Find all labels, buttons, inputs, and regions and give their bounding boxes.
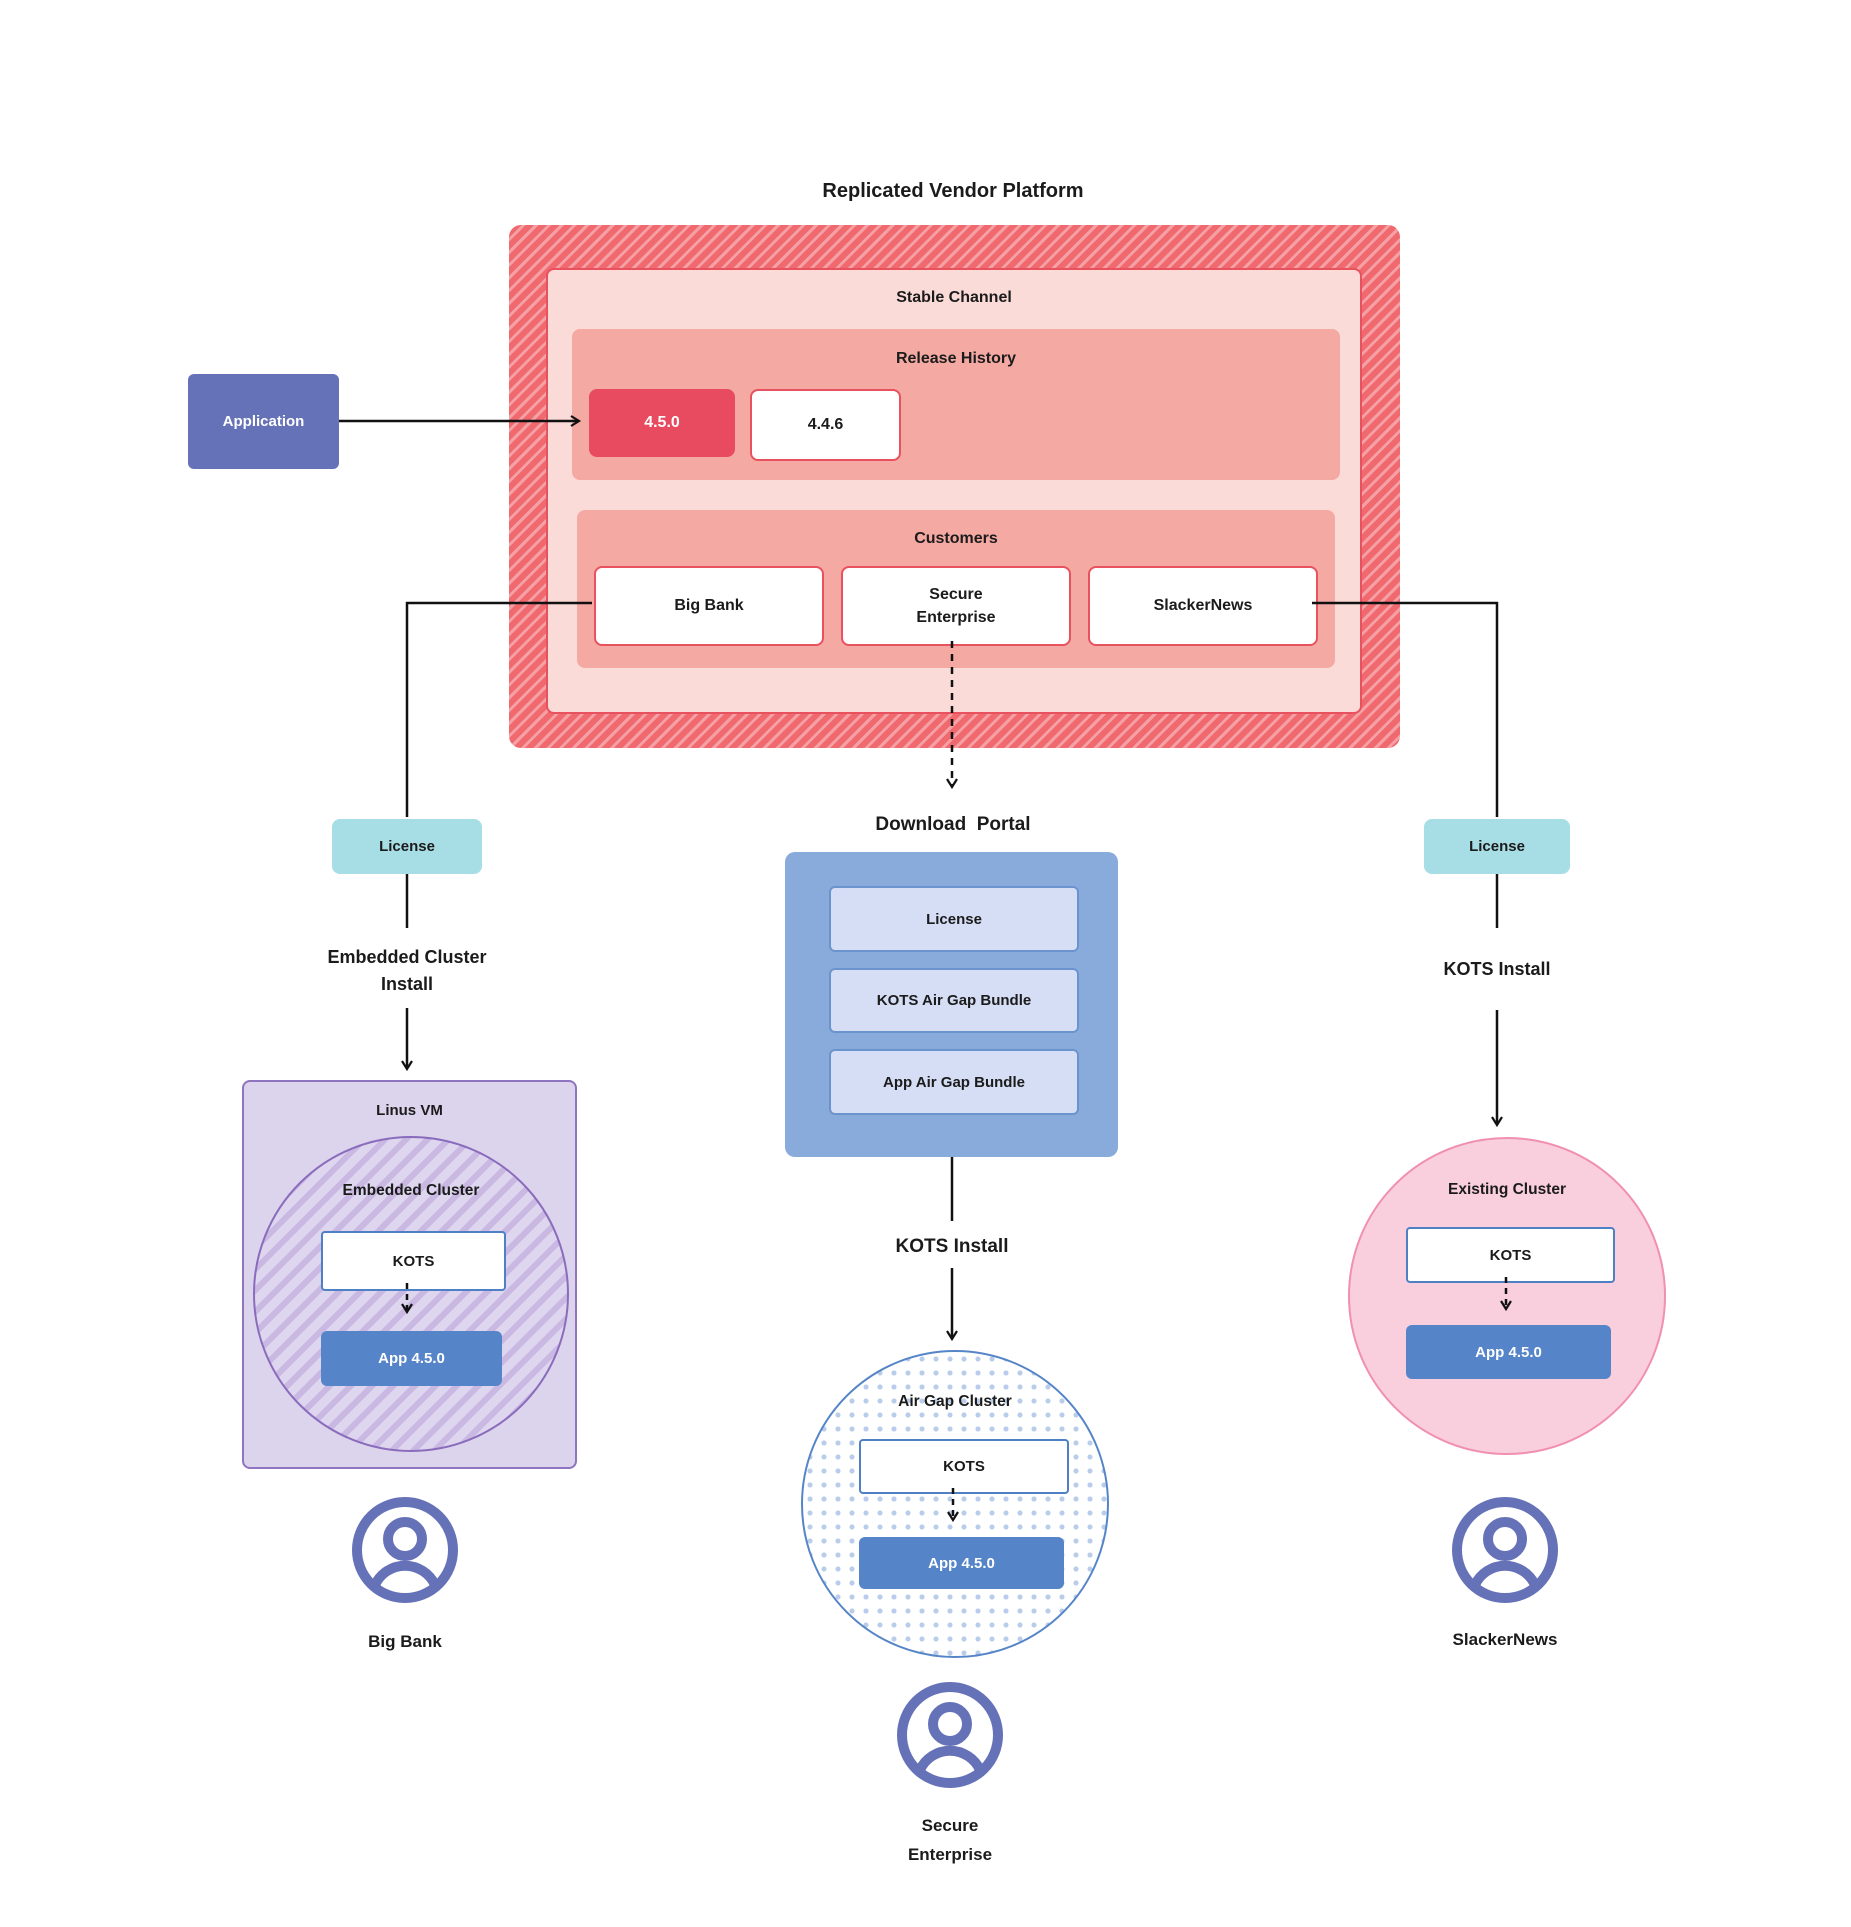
portal-item-app-airgap-bundle: App Air Gap Bundle <box>829 1049 1079 1115</box>
release-box-current: 4.5.0 <box>589 389 735 457</box>
vendor-platform-box: Stable Channel Release History 4.5.0 4.4… <box>509 225 1400 748</box>
kots-install-label-middle: KOTS Install <box>895 1236 1009 1257</box>
existing-cluster-label: Existing Cluster <box>1448 1181 1566 1198</box>
release-history-box: Release History 4.5.0 4.4.6 <box>572 329 1340 480</box>
application-box: Application <box>188 374 339 469</box>
license-box-right: License <box>1424 819 1570 874</box>
kots-box-airgap: KOTS <box>859 1439 1069 1494</box>
app-box-existing: App 4.5.0 <box>1406 1325 1611 1379</box>
user-label-big-bank: Big Bank <box>368 1632 442 1651</box>
license-label-right: License <box>1469 838 1525 855</box>
kots-box-embedded: KOTS <box>321 1231 506 1291</box>
embedded-cluster-install-label: Embedded Cluster Install <box>327 947 487 994</box>
license-box-left: License <box>332 819 482 874</box>
air-gap-cluster-circle: Air Gap Cluster KOTS App 4.5.0 <box>801 1350 1109 1658</box>
release-box-previous: 4.4.6 <box>750 389 901 461</box>
release-history-label: Release History <box>895 350 1017 367</box>
user-icon-secure-enterprise <box>897 1682 1003 1788</box>
customer-box-big-bank: Big Bank <box>594 566 824 646</box>
air-gap-cluster-label: Air Gap Cluster <box>898 1393 1012 1410</box>
user-icon-slackernews <box>1452 1497 1558 1603</box>
user-label-secure-enterprise: Secure Enterprise <box>907 1816 993 1864</box>
kots-install-label-right: KOTS Install <box>1443 959 1551 979</box>
user-icon-big-bank <box>352 1497 458 1603</box>
download-portal-box: License KOTS Air Gap Bundle App Air Gap … <box>785 852 1118 1157</box>
diagram-title: Replicated Vendor Platform <box>822 180 1084 202</box>
portal-item-kots-airgap-bundle: KOTS Air Gap Bundle <box>829 968 1079 1033</box>
existing-cluster-circle: Existing Cluster KOTS App 4.5.0 <box>1348 1137 1666 1455</box>
kots-box-existing: KOTS <box>1406 1227 1615 1283</box>
license-label-left: License <box>379 838 435 855</box>
user-label-slackernews: SlackerNews <box>1452 1630 1558 1649</box>
linus-vm-label: Linus VM <box>376 1102 443 1119</box>
app-box-airgap: App 4.5.0 <box>859 1537 1064 1589</box>
stable-channel-label: Stable Channel <box>896 289 1012 306</box>
stable-channel-box: Stable Channel Release History 4.5.0 4.4… <box>546 268 1362 714</box>
app-box-embedded: App 4.5.0 <box>321 1331 502 1386</box>
customers-label: Customers <box>914 530 998 547</box>
customer-box-slackernews: SlackerNews <box>1088 566 1318 646</box>
embedded-cluster-circle: Embedded Cluster KOTS App 4.5.0 <box>253 1136 569 1452</box>
download-portal-title: Download Portal <box>875 814 1031 835</box>
linus-vm-box: Linus VM Embedded Cluster KOTS App 4.5.0 <box>242 1080 577 1469</box>
customer-box-secure-enterprise: Secure Enterprise <box>841 566 1071 646</box>
embedded-cluster-label: Embedded Cluster <box>342 1182 480 1199</box>
application-label: Application <box>222 413 305 430</box>
customers-box: Customers Big Bank Secure Enterprise Sla… <box>577 510 1335 668</box>
portal-item-license: License <box>829 886 1079 952</box>
